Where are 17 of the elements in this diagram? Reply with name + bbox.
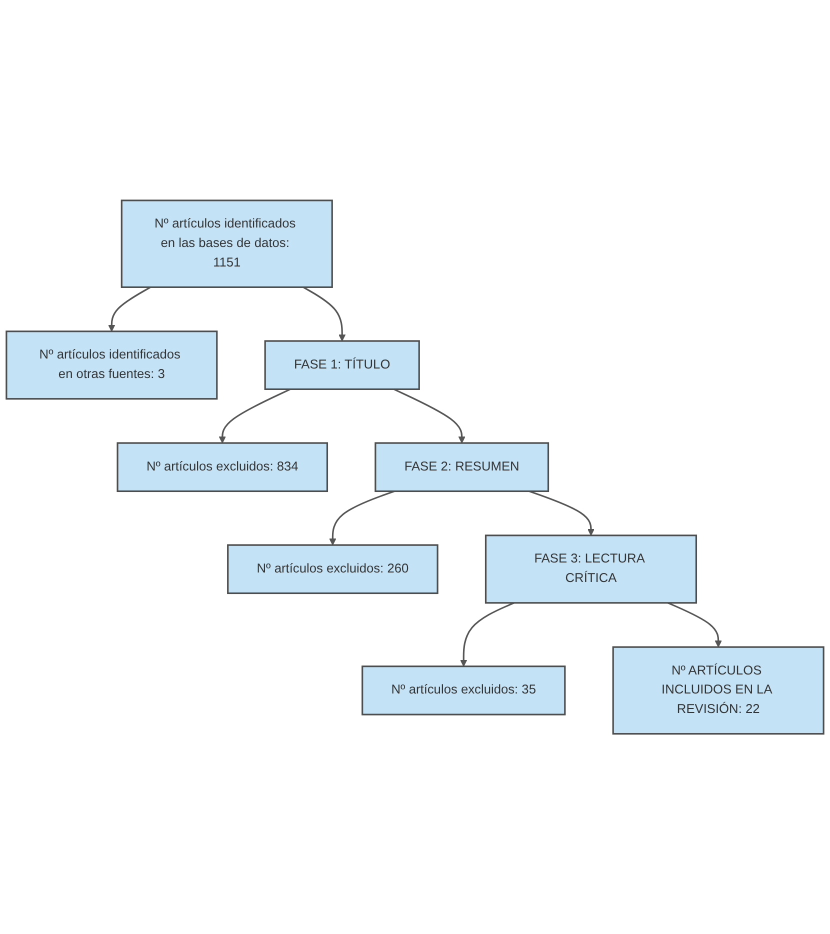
node-box: Nº artículos excluidos: 260 <box>227 544 438 594</box>
arrow <box>218 388 291 444</box>
node-box: Nº artículos identificados en las bases de datos: 1151 <box>120 200 333 288</box>
arrow <box>329 490 395 546</box>
node-box: Nº ARTÍCULOS INCLUIDOS EN LA REVISIÓN: 22 <box>612 646 824 734</box>
arrow <box>108 286 151 332</box>
arrow <box>460 602 514 667</box>
arrow <box>393 388 466 444</box>
node-box: Nº artículos identificados en otras fuentes: 3 <box>6 330 218 400</box>
node-box: FASE 1: TÍTULO <box>264 340 420 390</box>
arrow <box>668 602 722 648</box>
arrow <box>302 286 346 342</box>
arrow <box>528 490 595 536</box>
node-box: Nº artículos excluidos: 35 <box>362 665 566 716</box>
node-box: Nº artículos excluidos: 834 <box>116 442 328 492</box>
node-box: FASE 2: RESUMEN <box>374 442 550 492</box>
node-box: FASE 3: LECTURA CRÍTICA <box>484 534 698 604</box>
